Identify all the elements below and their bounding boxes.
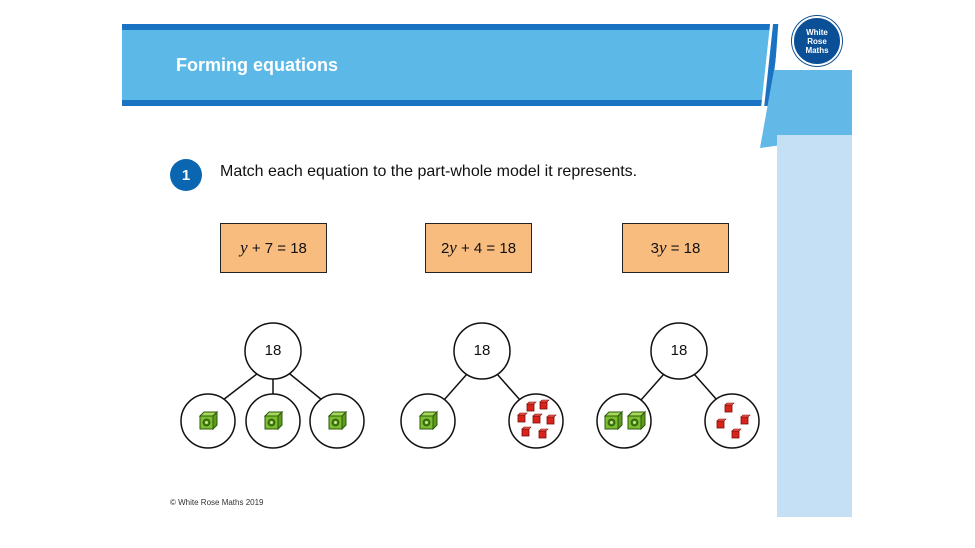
page-title: Forming equations (176, 55, 338, 75)
logo-text-line2: Rose (807, 36, 827, 46)
equation-coef: 2 (440, 239, 450, 257)
part-whole-model-3[interactable] (596, 322, 760, 449)
copyright-footer: © White Rose Maths 2019 (170, 498, 264, 507)
header-banner (122, 0, 852, 151)
equation-coef: 3 (650, 239, 659, 257)
equation-variable: y (240, 238, 248, 257)
right-side-strip (777, 135, 852, 517)
logo-text-line1: White (806, 27, 828, 37)
equation-rest: = 18 (666, 239, 701, 257)
question-instruction: Match each equation to the part-whole mo… (220, 163, 638, 180)
white-rose-logo: White Rose Maths (792, 16, 842, 66)
equation-variable: y (659, 238, 667, 257)
logo-text-line3: Maths (805, 45, 829, 55)
equation-rest: + 7 = 18 (247, 239, 307, 257)
part-whole-model-2[interactable] (400, 322, 564, 449)
equation-rest: + 4 = 18 (456, 239, 517, 257)
part-whole-model-1[interactable] (180, 322, 365, 449)
equation-card-1[interactable]: y + 7 = 18 (220, 223, 327, 273)
model-2-whole-value: 18 (473, 342, 491, 359)
model-1-whole-value: 18 (264, 342, 282, 359)
model-3-whole-value: 18 (670, 342, 688, 359)
question-number-badge: 1 (170, 159, 202, 191)
equation-variable: y (449, 238, 457, 257)
